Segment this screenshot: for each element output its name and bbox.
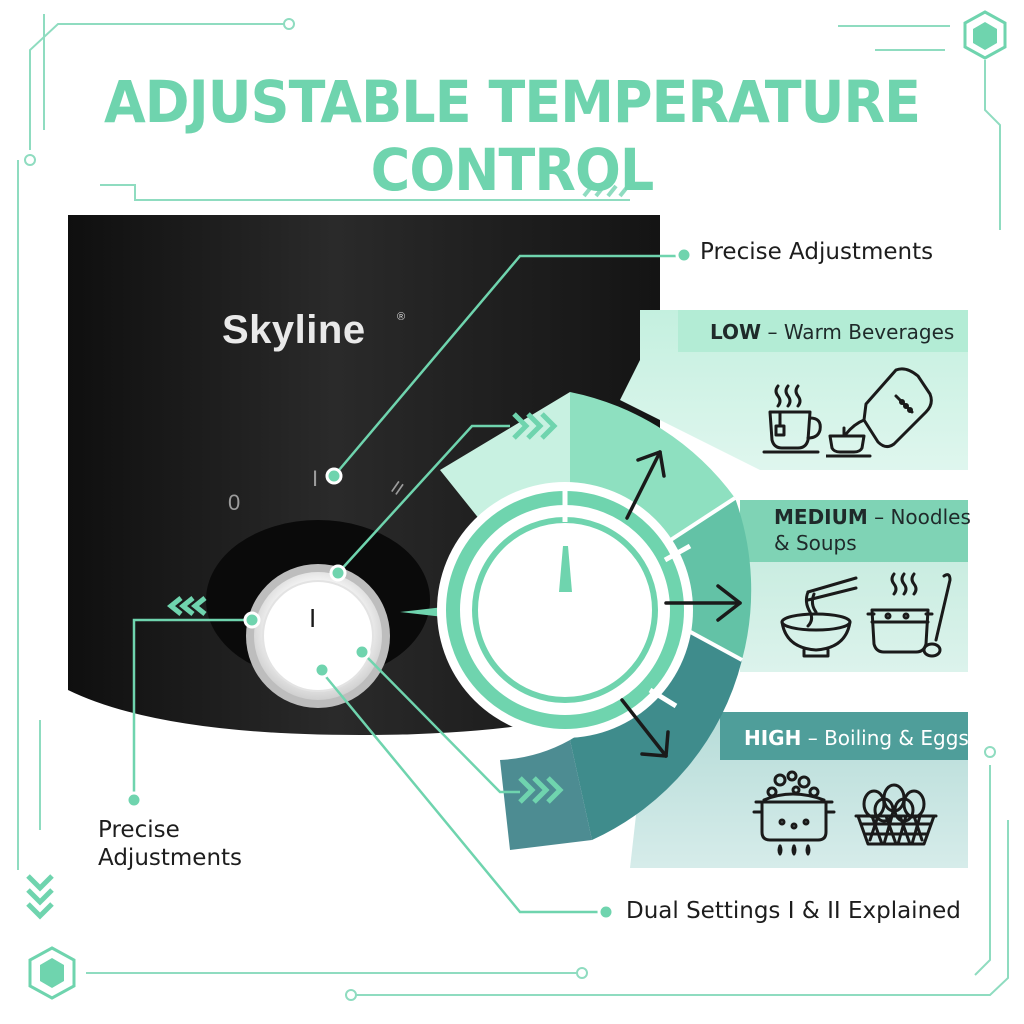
callout-left-line2: Adjustments	[98, 845, 243, 871]
setting-low-header: LOW – Warm Beverages	[710, 312, 954, 352]
setting-low-level: LOW	[710, 320, 762, 344]
noodle-bowl-icon	[780, 576, 858, 658]
setting-high-description: Boiling & Eggs	[824, 726, 969, 750]
callout-precise-adjustments-top: Precise Adjustments	[700, 239, 934, 265]
dial-mark-off: 0	[228, 490, 241, 515]
setting-low-description: Warm Beverages	[783, 320, 955, 344]
setting-high-level: HIGH	[744, 726, 802, 750]
callout-left-line1: Precise	[98, 817, 180, 843]
tea-cup-icon	[762, 384, 822, 454]
page-title: ADJUSTABLE TEMPERATURE CONTROL	[103, 68, 921, 204]
kettle-icon	[826, 367, 933, 458]
setting-medium-description-line2: & Soups	[774, 531, 857, 555]
setting-high-separator: –	[801, 726, 825, 750]
setting-low-separator: –	[761, 320, 784, 344]
setting-medium-header: MEDIUM – Noodles	[774, 502, 971, 532]
setting-high-header: HIGH – Boiling & Eggs	[744, 718, 969, 758]
setting-medium-description-line1: Noodles	[890, 505, 971, 529]
brand-logo: Skyline	[222, 308, 366, 352]
egg-basket-icon	[854, 783, 938, 846]
soup-pot-icon	[866, 572, 952, 658]
callout-dual-settings: Dual Settings I & II Explained	[626, 898, 961, 924]
dial-mark-setting-1: I	[312, 466, 319, 491]
temperature-knob-mark: I	[309, 603, 317, 633]
setting-medium-separator: –	[867, 505, 891, 529]
boiling-pot-icon	[752, 770, 836, 856]
callout-precise-adjustments-left: Precise Adjustments	[98, 816, 242, 872]
registered-mark: ®	[397, 311, 406, 323]
setting-medium-level: MEDIUM	[774, 505, 868, 529]
